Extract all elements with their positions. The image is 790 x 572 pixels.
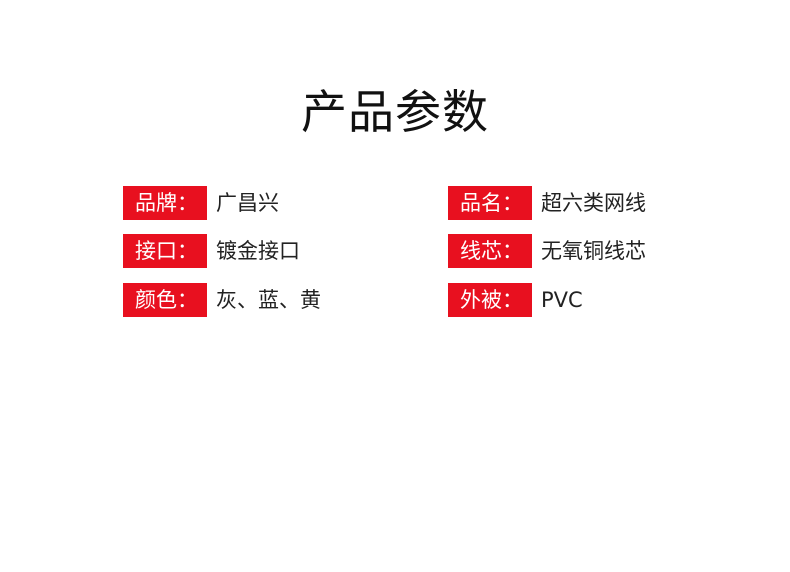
param-label-core: 线芯： [448,234,532,268]
param-label-jacket: 外被： [448,283,532,317]
param-value-jacket: PVC [541,288,583,312]
param-connector: 接口： 镀金接口 [123,234,300,268]
param-color: 颜色： 灰、蓝、黄 [123,283,321,317]
page-title: 产品参数 [301,85,489,139]
param-value-color: 灰、蓝、黄 [216,288,321,312]
param-label-color: 颜色： [123,283,207,317]
param-value-connector: 镀金接口 [216,239,300,263]
param-value-core: 无氧铜线芯 [541,239,646,263]
param-core: 线芯： 无氧铜线芯 [448,234,646,268]
param-label-product-name: 品名： [448,186,532,220]
param-product-name: 品名： 超六类网线 [448,186,646,220]
param-label-connector: 接口： [123,234,207,268]
param-jacket: 外被： PVC [448,283,583,317]
param-value-brand: 广昌兴 [216,191,279,215]
param-brand: 品牌： 广昌兴 [123,186,279,220]
param-value-product-name: 超六类网线 [541,191,646,215]
param-label-brand: 品牌： [123,186,207,220]
